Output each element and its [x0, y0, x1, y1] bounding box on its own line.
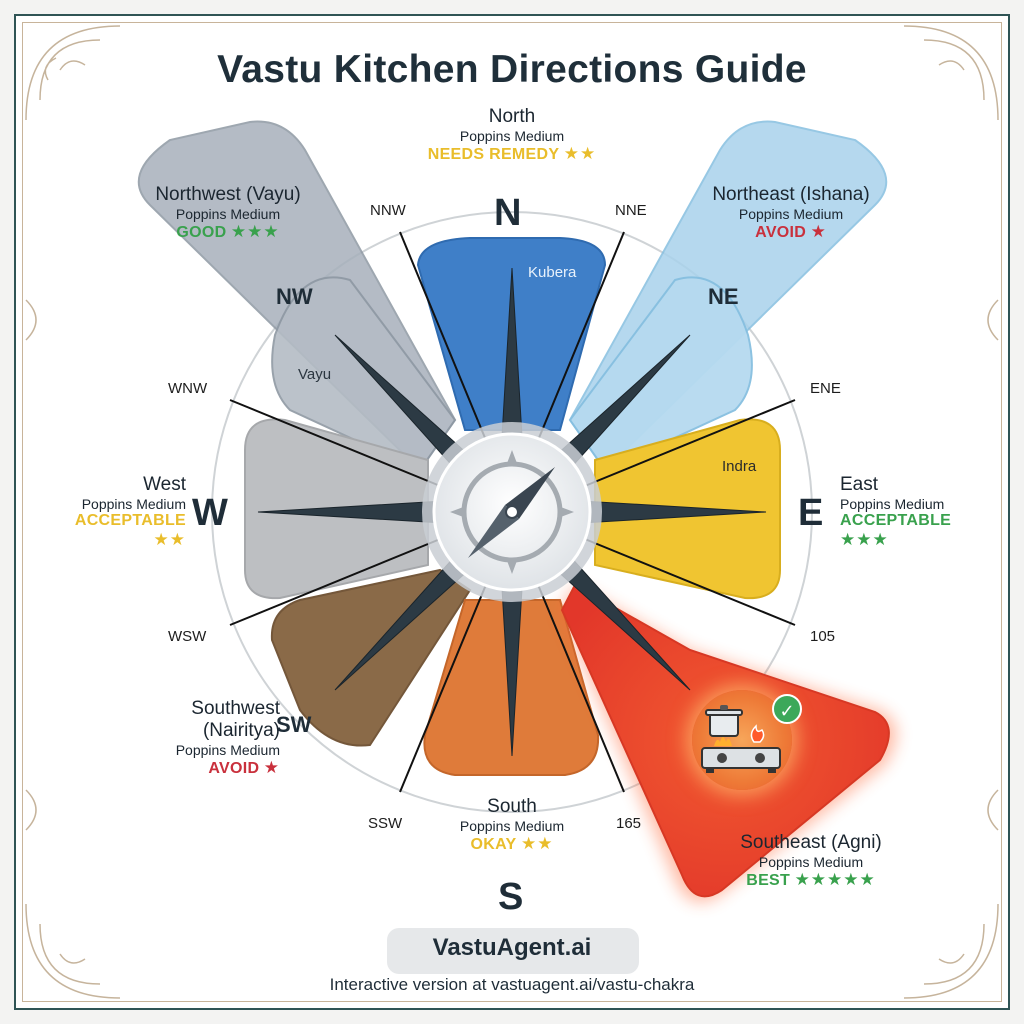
compass-icon — [450, 450, 574, 574]
cardinal-south: S — [498, 876, 524, 918]
star-icons: ★ — [810, 221, 827, 241]
cardinal-north: N — [494, 192, 522, 234]
star-icons: ★★ — [520, 833, 554, 853]
footer-brand[interactable]: VastuAgent.ai — [432, 934, 592, 961]
subdir-wsw: WSW — [168, 628, 207, 645]
star-icons: ★★★ — [840, 530, 889, 550]
subdir-ene: ENE — [810, 380, 841, 397]
direction-label-north: North Poppins Medium NEEDS REMEDY ★★ — [412, 106, 612, 164]
font-note: Poppins Medium — [840, 495, 945, 512]
intercardinal-southwest: SW — [276, 712, 312, 737]
font-note: Poppins Medium — [459, 817, 565, 834]
subdir-sse: 165 — [616, 815, 642, 832]
direction-name: Southeast (Agni) — [740, 832, 882, 853]
direction-name: North — [488, 106, 536, 127]
deity-north: Kubera — [528, 264, 577, 281]
page-title: Vastu Kitchen Directions Guide — [217, 48, 807, 91]
font-note: Poppins Medium — [175, 741, 280, 758]
cardinal-west: W — [192, 492, 228, 534]
font-note: Poppins Medium — [738, 205, 844, 222]
rating-text: ACCEPTABLE — [74, 511, 186, 529]
cardinal-east: E — [798, 492, 824, 534]
font-note: Poppins Medium — [81, 495, 186, 512]
direction-label-west: West Poppins Medium ACCEPTABLE ★★ — [56, 474, 186, 550]
star-icons: ★★★ — [230, 221, 280, 241]
direction-label-southeast: Southeast (Agni) Poppins Medium BEST ★★★… — [706, 832, 916, 890]
rating-text: GOOD — [176, 223, 227, 241]
corner-ornament-icons — [25, 25, 999, 999]
direction-label-southwest: Southwest (Nairitya) Poppins Medium AVOI… — [140, 698, 280, 778]
subdir-nnw: NNW — [370, 202, 406, 219]
direction-name: Northeast (Ishana) — [712, 184, 870, 205]
star-icons: ★★★★★ — [794, 869, 876, 889]
footer-brand-pill — [387, 928, 639, 974]
checkmark-badge-icon: ✓ — [772, 694, 802, 724]
compass-needle-icon — [468, 467, 555, 558]
direction-label-east: East Poppins Medium ACCEPTABLE ★★★ — [840, 474, 980, 550]
direction-name: West — [143, 474, 186, 495]
rating-text: AVOID — [208, 759, 260, 777]
intercardinal-northeast: NE — [708, 284, 739, 309]
deity-east: Indra — [722, 458, 757, 475]
footer-interactive-link[interactable]: Interactive version at vastuagent.ai/vas… — [329, 975, 695, 994]
font-note: Poppins Medium — [175, 205, 281, 222]
rating-text: AVOID — [755, 223, 807, 241]
direction-name-line1: Southwest — [191, 698, 280, 719]
petal-northeast-inner — [568, 276, 753, 472]
subdir-ese: 105 — [810, 628, 836, 645]
direction-label-south: South Poppins Medium OKAY ★★ — [412, 796, 612, 854]
subdir-nne: NNE — [615, 202, 647, 219]
intercardinal-northwest: NW — [276, 284, 313, 309]
direction-name: Northwest (Vayu) — [155, 184, 301, 205]
compass-thin-lines — [229, 231, 796, 793]
rating-text: OKAY — [470, 835, 517, 853]
rating-text: ACCEPTABLE — [840, 511, 952, 529]
direction-label-northwest: Northwest (Vayu) Poppins Medium GOOD ★★★ — [128, 184, 328, 242]
outer-ring — [211, 211, 813, 813]
subdir-wnw: WNW — [168, 380, 208, 397]
subdir-ssw: SSW — [368, 815, 403, 832]
star-icons: ★ — [263, 757, 280, 777]
font-note: Poppins Medium — [459, 127, 565, 144]
rating-text: NEEDS REMEDY — [427, 145, 560, 163]
deity-northwest: Vayu — [298, 366, 332, 383]
compass-star — [257, 267, 767, 757]
rating-text: BEST — [746, 871, 791, 889]
star-icons: ★★ — [563, 143, 597, 163]
direction-name-line2: (Nairitya) — [202, 719, 280, 741]
direction-label-northeast: Northeast (Ishana) Poppins Medium AVOID … — [686, 184, 896, 242]
direction-name: South — [487, 796, 537, 817]
star-icons: ★★ — [153, 530, 186, 550]
petal-northwest-inner — [271, 276, 457, 472]
font-note: Poppins Medium — [758, 853, 864, 870]
direction-name: East — [840, 474, 879, 495]
